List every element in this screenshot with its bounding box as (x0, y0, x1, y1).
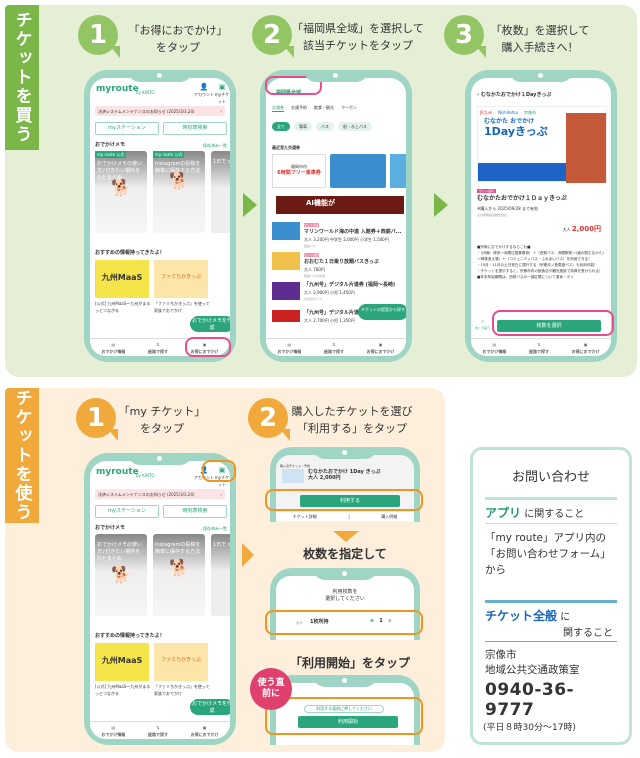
memo-card[interactable]: 1日で outc (211, 534, 230, 616)
arrow-right-icon (434, 193, 448, 217)
memo-card[interactable]: おでかけメモの使い方♪付きたい場所をひとまとめ🐕 (95, 534, 147, 616)
phone-home: myroute by KINTO 👤アカウント ▣myチケット 決済システムメン… (84, 70, 236, 362)
step-number: 3 (444, 15, 486, 58)
memo-all-link[interactable]: 保存済み一覧 (203, 143, 227, 148)
phone-ticket-list: 福岡県全域 ⌄ 交通券交通予約飲食・観光クーポン 全て電車バス船・水上バス 最近… (260, 70, 412, 362)
timetable-button[interactable]: 時刻表検索 (163, 122, 227, 135)
notice-banner[interactable]: 決済システムメンテナンスのお知らせ (2025/3/3,24)› (95, 106, 225, 116)
highlight-my-ticket (202, 460, 236, 482)
ticket-name: むなかたおでかけ１Ｄａｙきっぷ (477, 195, 567, 202)
phone-number[interactable]: 0940-36-9777 (485, 680, 575, 720)
step-instruction: 「お得におでかけ」をタップ (128, 24, 228, 54)
receipt-link[interactable]: 購入明細 (381, 514, 398, 519)
app-logo: myroute (96, 84, 139, 94)
highlight-region (265, 76, 322, 95)
reco-image[interactable]: 九州MaaS (95, 260, 149, 298)
ticket-description: ■宗像におでかけするならこれ■・（JR線：博多～赤間往復乗車券）＋（西鉄バス：赤… (477, 245, 604, 279)
create-memo-fab[interactable]: おでかけメモを作成 (190, 316, 230, 332)
highlight-quantity (265, 610, 423, 635)
highlight-start-button (265, 697, 423, 735)
highlight-use-button (265, 489, 423, 511)
filter-chips: 全て電車バス船・水上バス (272, 122, 372, 131)
reco-image[interactable]: ファミちかきっぷ (154, 260, 208, 298)
memo-card[interactable]: my route 公式おでかけメモの使い方♪付きたい場所をひとまとめ🐕 (95, 151, 147, 233)
home-screen: myroute by KINTO 👤アカウント ▣myチケット 決済システムメン… (90, 78, 230, 356)
arrow-down-icon (333, 531, 359, 542)
my-station-button[interactable]: myステーション (95, 122, 159, 135)
quantity-stepper: ⊖1⊕ (370, 618, 392, 624)
bottom-nav: ▤おでかけ情報⇅経路で探す▣お得におでかけ (266, 338, 406, 356)
plus-icon[interactable]: ⊕ (387, 618, 392, 624)
nav-deals[interactable]: ▣お得におでかけ (190, 341, 219, 354)
notice-banner[interactable]: 決済システムメンテナンスのお知らせ (2025/3/3,24)› (95, 489, 225, 499)
memo-heading: おでかけメモ (95, 142, 126, 148)
ai-banner[interactable]: AI機能が (276, 196, 404, 214)
ticket-list: セット割引マリンワールド海の中道 入館券＋西鉄バ...大人 3,200円 中学生… (272, 222, 406, 324)
price: 大人 2,000円 (562, 225, 601, 233)
contact-box: お問い合わせ アプリ に関すること 「my route」アプリ内の「お問い合わせ… (470, 447, 632, 745)
step-number: 2 (248, 398, 290, 441)
step-number: 1 (78, 15, 120, 58)
ticket-icon: ▣ (218, 466, 226, 474)
ticket-detail-link[interactable]: チケット詳細 (292, 514, 317, 519)
step-instruction: 「my チケット」をタップ (118, 405, 206, 435)
memo-card[interactable]: Instagramの投稿を簡単に保存する方法🐕 (153, 534, 205, 616)
suggest-fab[interactable]: チケットの提案から探す (358, 304, 406, 320)
highlight-select-button (492, 310, 614, 336)
bottom-nav: ▤おでかけ情報⇅経路で探す▣お得におでかけ (471, 338, 611, 356)
nav-route-search[interactable]: ⇅経路で探す (147, 341, 168, 354)
bottom-nav: ▤おでかけ情報 ⇅経路で探す ▣お得におでかけ (90, 338, 230, 356)
bottom-nav: ▤おでかけ情報⇅経路で探す▣お得におでかけ (90, 721, 230, 739)
arrow-right-icon (243, 193, 257, 217)
buy-section-tab: チケットを買う (5, 5, 39, 150)
arrow-right-icon (242, 543, 254, 567)
ticket-row[interactable]: セット割引マリンワールド海の中道 入館券＋西鉄バ...大人 3,200円 中学生… (272, 222, 406, 252)
recommend-heading: おすすめの情報持ってきたよ！ (95, 250, 165, 256)
hours: (平日８時30分～17時) (483, 723, 576, 733)
contact-title: お問い合わせ (511, 470, 590, 485)
phone-home-use: myroute by KINTO 👤アカウント ▣myチケット 決済システムメン… (84, 453, 236, 745)
step-instruction: 「枚数」を選択して購入手続きへ！ (490, 24, 590, 54)
ticket-row[interactable]: 「九州号」デジタル片道券大人 2,700円 小児 1,350円 (272, 310, 406, 324)
person-icon: 👤 (199, 83, 209, 91)
later-button[interactable]: ◷あとで買う (475, 319, 490, 330)
badge-just-before-use: 使う直前に (250, 668, 292, 710)
instruction-specify: 枚数を指定して (303, 547, 387, 561)
memo-card[interactable]: 1日で outc (211, 151, 230, 233)
instruction-start: 「利用開始」をタップ (289, 656, 410, 670)
tooltip: 利用する直前に押してください (304, 705, 384, 713)
recent-ticket[interactable] (330, 154, 386, 188)
nav-outing-info[interactable]: ▤おでかけ情報 (101, 341, 126, 354)
ticket-icon: ▣ (218, 83, 226, 91)
account-button[interactable]: 👤アカウント (194, 83, 214, 98)
step-number: 1 (76, 398, 118, 441)
detail-header: ‹ むなかたおでかけ１Dayきっぷ (477, 92, 552, 98)
start-use-button[interactable]: 利用開始 (298, 716, 398, 728)
phone-count: 利用枚数を選択してください 大人 1枚所持 ⊖1⊕ (270, 568, 420, 640)
ticket-thumbnail (282, 469, 304, 483)
step-instruction: 購入したチケットを選び「利用する」をタップ (291, 405, 413, 435)
step-number: 2 (252, 15, 294, 58)
my-ticket-button[interactable]: ▣myチケット (214, 466, 230, 488)
back-icon[interactable]: ‹ (477, 92, 481, 98)
recent-ticket[interactable] (390, 154, 406, 188)
app-contact-text: 「my route」アプリ内の「お問い合わせフォーム」から (485, 532, 611, 576)
highlight-deals-tab (185, 337, 231, 357)
minus-icon[interactable]: ⊖ (370, 618, 375, 624)
use-section-tab: チケットを使う (5, 388, 39, 523)
ticket-row[interactable]: 「九州号」デジタル片道券 (福岡～長崎)大人 2,900円 小児 1,450円九… (272, 282, 406, 310)
step-instruction: 「福岡県全域」を選択して該当チケットをタップ (292, 22, 424, 52)
my-ticket-button[interactable]: ▣myチケット (214, 83, 230, 105)
select-quantity-button[interactable]: 枚数を選択 (497, 320, 601, 332)
use-button[interactable]: 利用する (300, 495, 400, 507)
category-tabs: 交通券交通予約飲食・観光クーポン (272, 105, 357, 112)
ticket-row[interactable]: セット割引おおむた１日乗り放題バスきっぷ大人 780円西鉄バス大牟田 (272, 252, 406, 282)
